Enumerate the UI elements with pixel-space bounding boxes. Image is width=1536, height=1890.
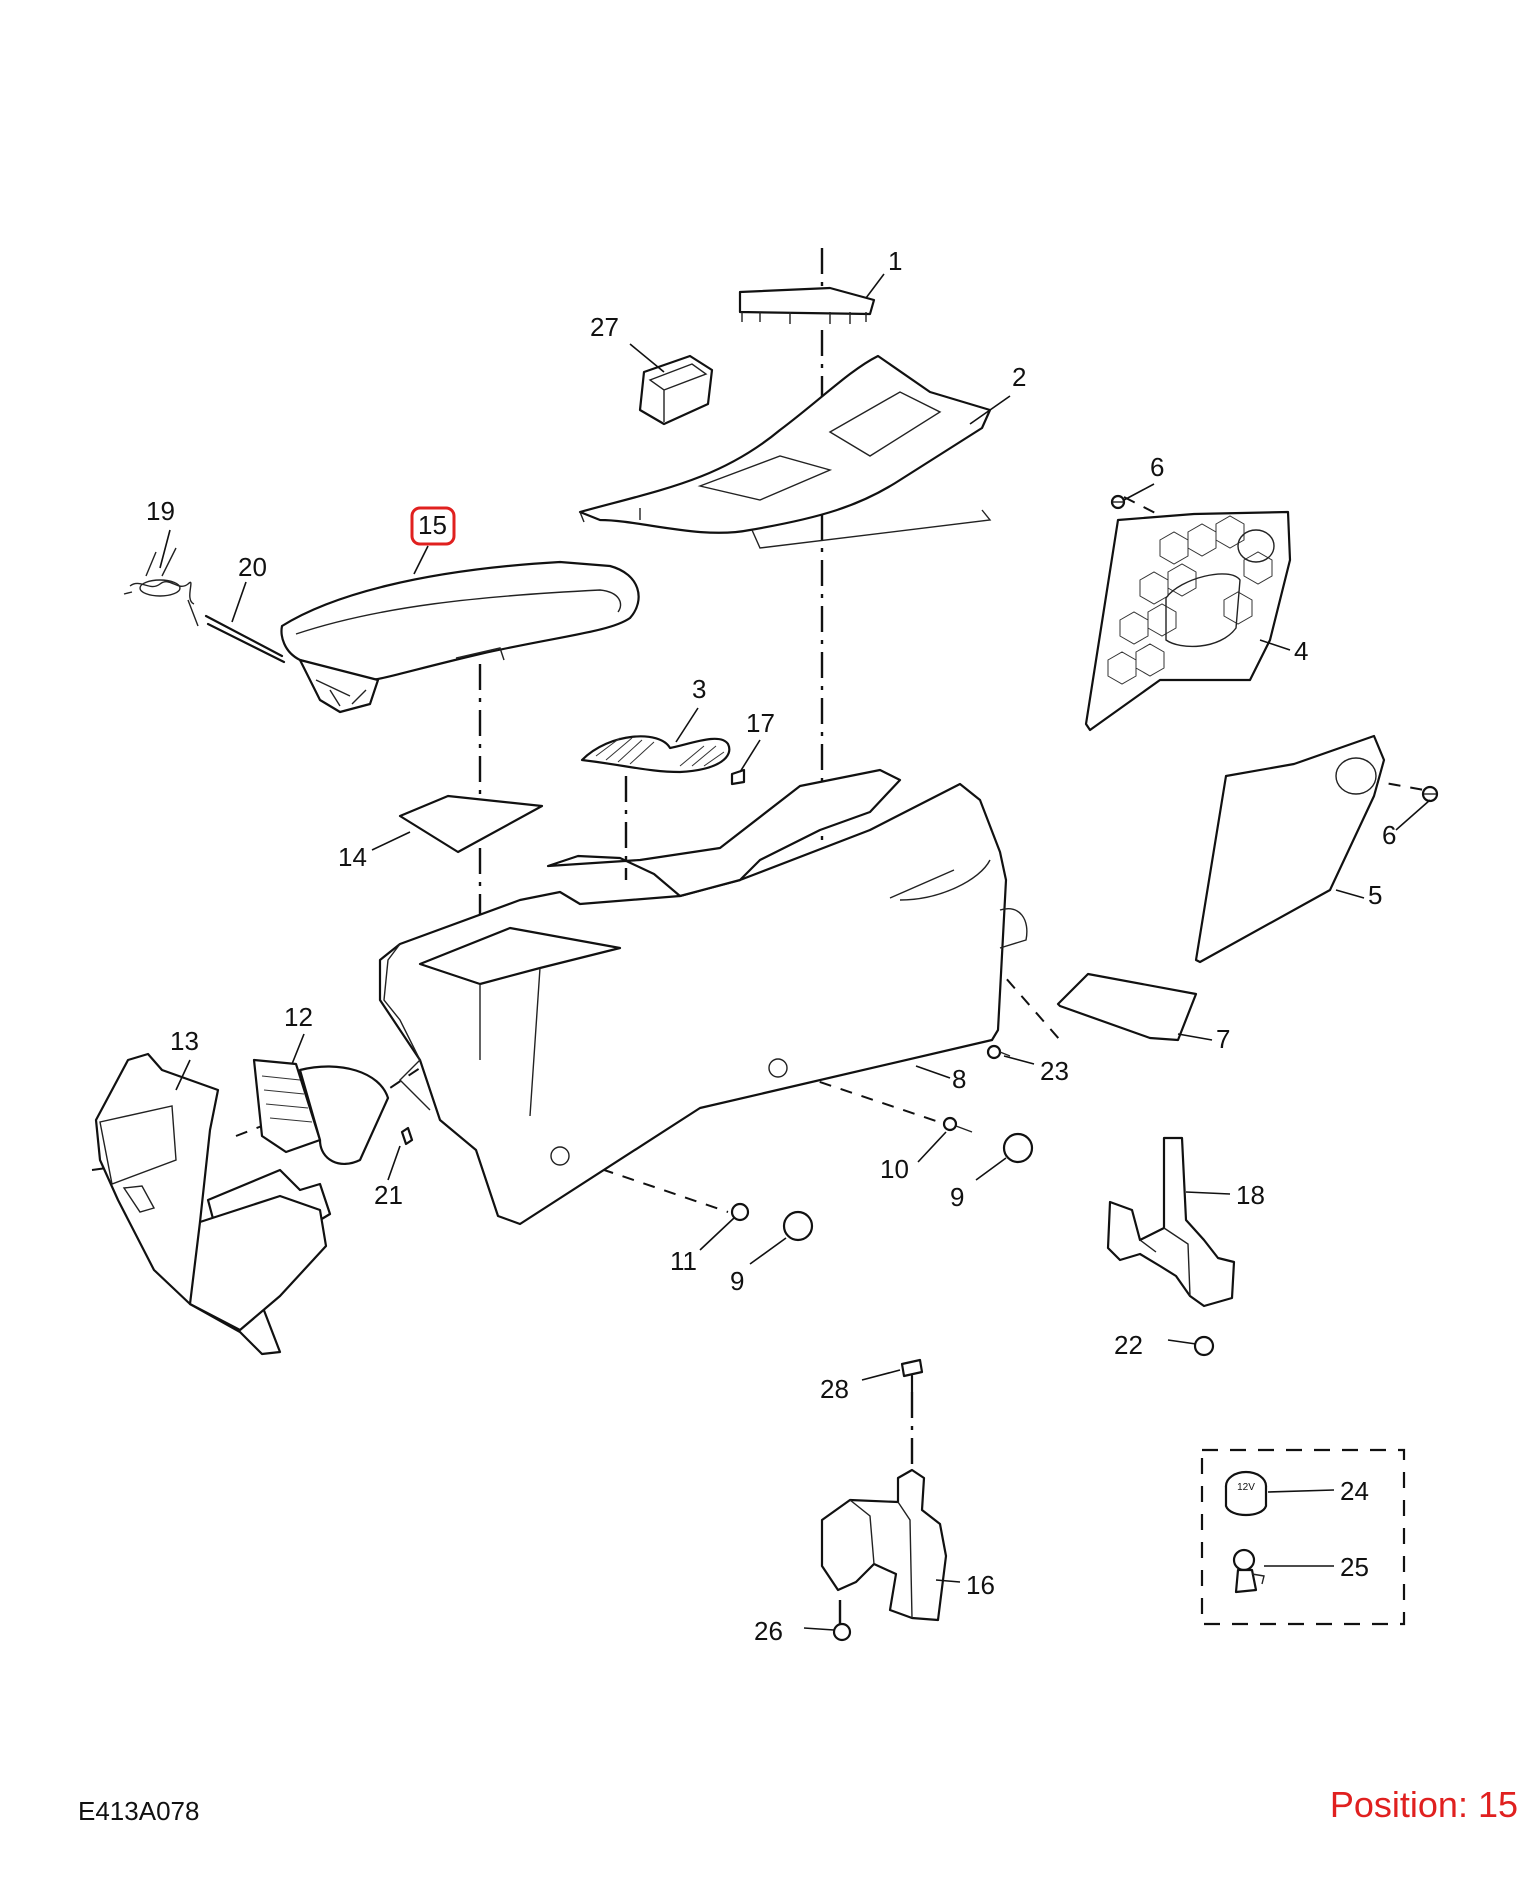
part-13-rear-bezel (94, 1052, 332, 1356)
callout-27: 27 (590, 312, 619, 342)
part-12-vent (252, 1058, 390, 1165)
callouts: 1 27 2 6 4 19 20 15 3 17 6 5 14 7 8 23 1… (146, 246, 1396, 1646)
leader-lines (159, 273, 1431, 1631)
part-3-cupholder-mat (580, 735, 731, 774)
part-6-clip-upper (1110, 494, 1126, 510)
part-9-plug-lower (782, 1210, 814, 1242)
callout-28: 28 (820, 1374, 849, 1404)
part-22-nut (1193, 1335, 1215, 1357)
part-24-power-socket: 12V (1224, 1470, 1268, 1517)
callout-1: 1 (888, 246, 902, 276)
part-6-clip-lower (1421, 785, 1439, 803)
callout-6a: 6 (1150, 452, 1164, 482)
callout-15: 15 (418, 510, 447, 540)
callout-3: 3 (692, 674, 706, 704)
part-4-side-panel (1084, 510, 1292, 732)
part-11-nut (730, 1202, 750, 1222)
callout-2: 2 (1012, 362, 1026, 392)
callout-7: 7 (1216, 1024, 1230, 1054)
drawing-code: E413A078 (78, 1796, 200, 1826)
callout-11: 11 (670, 1246, 697, 1276)
callout-9b: 9 (730, 1266, 744, 1296)
inset-box (1200, 1448, 1406, 1626)
part-17-clip (730, 768, 746, 786)
part-18-bracket (1106, 1136, 1236, 1308)
part-10-screw (942, 1116, 973, 1133)
callout-23: 23 (1040, 1056, 1069, 1086)
part-26-nut (832, 1622, 852, 1642)
part-20-hinge-pin (204, 614, 286, 664)
part-28-bolt (900, 1358, 924, 1394)
callout-14: 14 (338, 842, 367, 872)
callout-22: 22 (1114, 1330, 1143, 1360)
part-15-armrest-lid (280, 560, 640, 714)
callout-18: 18 (1236, 1180, 1265, 1210)
callout-6b: 6 (1382, 820, 1396, 850)
socket-marking: 12V (1237, 1482, 1255, 1493)
callout-4: 4 (1294, 636, 1308, 666)
part-19-spring (123, 547, 199, 627)
part-7-trim-strip (1056, 972, 1198, 1042)
callout-26: 26 (754, 1616, 783, 1646)
part-2-console-trim (578, 354, 992, 549)
part-9-plug-upper (1002, 1132, 1034, 1164)
callout-5: 5 (1368, 880, 1382, 910)
position-label: Position: 15 (1329, 1784, 1518, 1825)
part-16-lower-bracket (820, 1468, 948, 1622)
part-14-mat (398, 794, 544, 854)
callout-17: 17 (746, 708, 775, 738)
part-5-side-trim (1194, 734, 1386, 964)
callout-19: 19 (146, 496, 175, 526)
callout-9a: 9 (950, 1182, 964, 1212)
part-27-switch (638, 354, 714, 426)
callout-25: 25 (1340, 1552, 1369, 1582)
part-1-trim-plate (738, 286, 876, 324)
part-25-socket-housing (1232, 1548, 1265, 1594)
part-8-console-body (378, 768, 1028, 1226)
callout-16: 16 (966, 1570, 995, 1600)
callout-20: 20 (238, 552, 267, 582)
callout-8: 8 (952, 1064, 966, 1094)
part-21-screw (400, 1126, 414, 1146)
part-23-pushpin (986, 1044, 1011, 1060)
callout-24: 24 (1340, 1476, 1369, 1506)
callout-12: 12 (284, 1002, 313, 1032)
callout-10: 10 (880, 1154, 909, 1184)
callout-15-highlight (410, 506, 456, 546)
callout-13: 13 (170, 1026, 199, 1056)
callout-21: 21 (374, 1180, 403, 1210)
